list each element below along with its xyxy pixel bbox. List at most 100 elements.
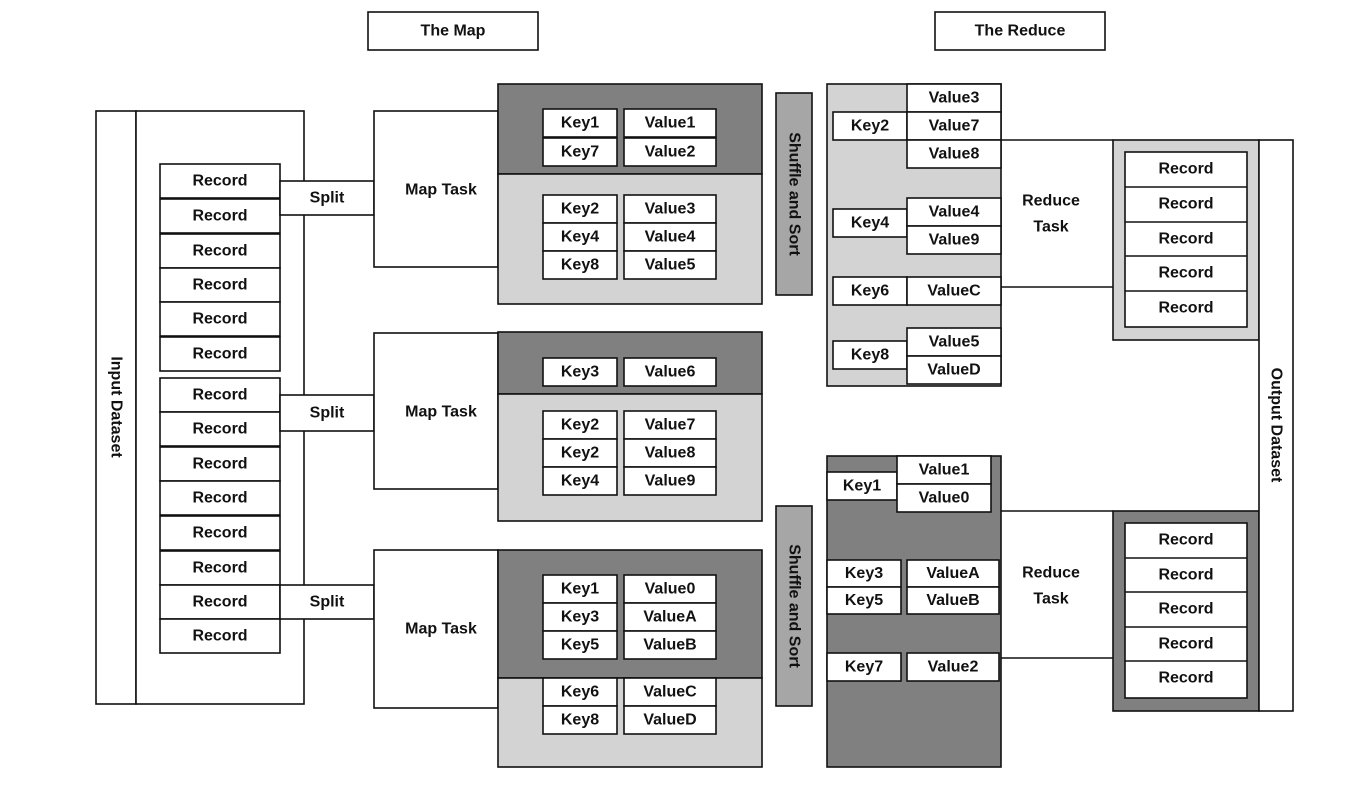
input-record-label: Record xyxy=(192,628,247,645)
kv-value: Value8 xyxy=(645,445,696,462)
reduce-key-cell xyxy=(826,586,902,615)
kv-value: Value6 xyxy=(645,364,696,381)
shuffle-sort-bar xyxy=(775,505,813,707)
reduce-value: ValueA xyxy=(926,565,980,582)
header-reduce: The Reduce xyxy=(975,23,1066,40)
reduce-value-cell xyxy=(906,197,1002,227)
reduce-value: Value8 xyxy=(929,146,980,163)
map-task-label: Map Task xyxy=(405,404,477,421)
input-dataset-band xyxy=(95,110,137,705)
kv-key-cell xyxy=(542,438,618,468)
reduce-key: Key3 xyxy=(845,565,883,582)
kv-value: Value2 xyxy=(645,144,696,161)
kv-value: Value3 xyxy=(645,201,696,218)
input-record xyxy=(159,198,281,234)
kv-key: Key2 xyxy=(561,417,599,434)
input-record xyxy=(159,618,281,654)
kv-value-cell xyxy=(623,108,717,138)
input-record-label: Record xyxy=(192,387,247,404)
reduce-value: Value2 xyxy=(928,659,979,676)
kv-value: ValueB xyxy=(643,637,696,654)
input-record xyxy=(159,301,281,337)
reduce-task-label-line1: Reduce xyxy=(1022,565,1080,582)
reduce-value-cell xyxy=(906,559,1000,588)
output-record-label: Record xyxy=(1158,670,1213,687)
kv-key: Key7 xyxy=(561,144,599,161)
kv-key-cell xyxy=(542,602,618,632)
kv-value: Value0 xyxy=(645,581,696,598)
kv-value-cell xyxy=(623,250,717,280)
reduce-value: Value5 xyxy=(929,334,980,351)
reduce-value-cell xyxy=(906,327,1002,357)
reduce-value-cell xyxy=(906,111,1002,141)
reduce-key: Key6 xyxy=(851,283,889,300)
input-record-label: Record xyxy=(192,525,247,542)
reduce-value: Value0 xyxy=(919,490,970,507)
map-task-label: Map Task xyxy=(405,182,477,199)
input-record-label: Record xyxy=(192,490,247,507)
kv-key: Key8 xyxy=(561,712,599,729)
kv-value-cell xyxy=(623,705,717,735)
input-record-label: Record xyxy=(192,208,247,225)
reduce-key: Key5 xyxy=(845,592,883,609)
kv-key-cell xyxy=(542,357,618,387)
reduce-value-cell xyxy=(906,276,1002,306)
kv-value: Value4 xyxy=(645,229,696,246)
map-task-label: Map Task xyxy=(405,621,477,638)
kv-value-cell xyxy=(623,137,717,167)
kv-value-cell xyxy=(623,602,717,632)
input-dataset-label: Input Dataset xyxy=(108,356,125,458)
kv-value: ValueC xyxy=(643,684,697,701)
input-record-label: Record xyxy=(192,277,247,294)
kv-value: Value7 xyxy=(645,417,696,434)
input-record-label: Record xyxy=(192,311,247,328)
input-record xyxy=(159,267,281,303)
kv-key-cell xyxy=(542,108,618,138)
reduce-key: Key1 xyxy=(843,478,881,495)
reduce-value: Value3 xyxy=(929,90,980,107)
kv-key-cell xyxy=(542,250,618,280)
reduce-key-cell xyxy=(826,652,902,682)
reduce-value-cell xyxy=(906,652,1000,682)
split-box xyxy=(279,584,375,620)
kv-key-cell xyxy=(542,466,618,496)
input-record-label: Record xyxy=(192,594,247,611)
reduce-value-cell xyxy=(906,225,1002,255)
reduce-value: Value9 xyxy=(929,232,980,249)
kv-key-cell xyxy=(542,677,618,707)
reduce-value: ValueC xyxy=(927,283,981,300)
input-record-label: Record xyxy=(192,560,247,577)
reduce-value-cell xyxy=(906,83,1002,113)
reduce-task-label-line2: Task xyxy=(1033,219,1068,236)
kv-key: Key5 xyxy=(561,637,599,654)
kv-key: Key2 xyxy=(561,201,599,218)
reduce-key: Key4 xyxy=(851,215,889,232)
kv-value: Value1 xyxy=(645,115,696,132)
reduce-value-cell xyxy=(906,139,1002,169)
output-record-label: Record xyxy=(1158,300,1213,317)
kv-key: Key1 xyxy=(561,115,599,132)
header-reduce-box xyxy=(934,11,1106,51)
reduce-key: Key8 xyxy=(851,347,889,364)
output-record-label: Record xyxy=(1158,601,1213,618)
kv-key-cell xyxy=(542,194,618,224)
split-label: Split xyxy=(310,405,345,422)
output-records-inner xyxy=(1124,151,1248,328)
kv-value: Value9 xyxy=(645,473,696,490)
output-record-label: Record xyxy=(1158,532,1213,549)
split-box xyxy=(279,394,375,432)
reduce-value-cell xyxy=(906,355,1002,385)
output-record-label: Record xyxy=(1158,265,1213,282)
input-record-label: Record xyxy=(192,243,247,260)
reduce-task-label-line1: Reduce xyxy=(1022,193,1080,210)
map-task-box xyxy=(373,332,499,490)
kv-key-cell xyxy=(542,630,618,660)
split-label: Split xyxy=(310,190,345,207)
kv-value: ValueD xyxy=(643,712,696,729)
output-dataset-band xyxy=(1258,139,1294,712)
reduce-key: Key2 xyxy=(851,118,889,135)
split-box xyxy=(279,180,375,216)
reduce-key-cell xyxy=(832,340,908,370)
